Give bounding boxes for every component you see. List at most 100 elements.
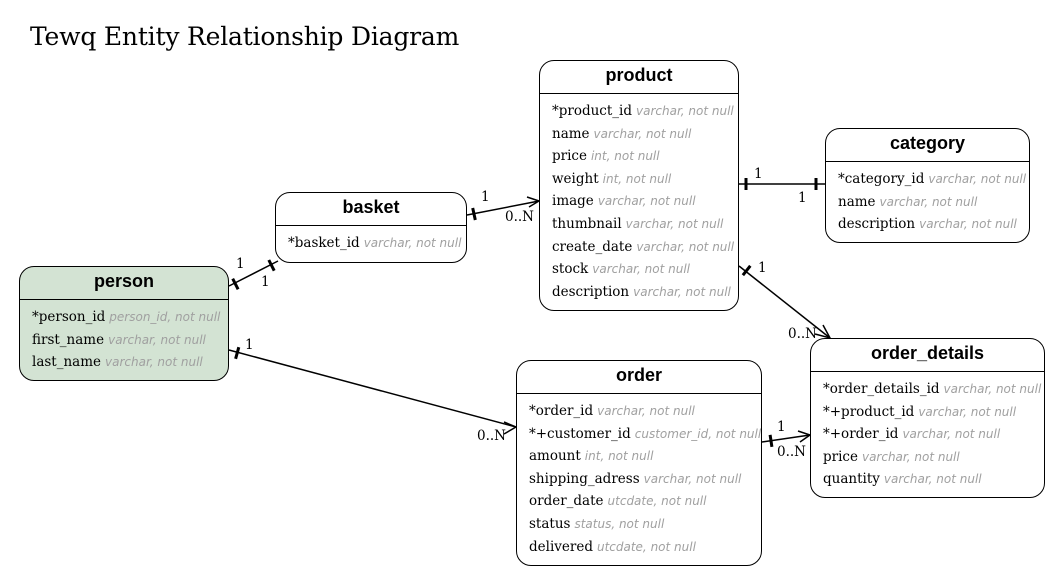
attribute-name: status (529, 515, 571, 532)
attribute-type: varchar, not null (108, 332, 206, 347)
attribute-name: quantity (823, 471, 880, 488)
attribute-name: *+order_id (823, 426, 899, 443)
attribute-type: varchar, not null (643, 471, 742, 486)
attribute-type: customer_id, not null (634, 426, 762, 441)
attribute-name: *category_id (838, 171, 925, 187)
attribute-name: *+product_id (823, 403, 915, 420)
rel-line-person-order (228, 349, 517, 428)
bar-person-basket-end (267, 259, 276, 272)
attribute-type: varchar, not null (593, 126, 692, 141)
attribute-type: varchar, not null (636, 104, 734, 118)
attribute-type: varchar, not null (883, 472, 982, 487)
attribute-name: name (552, 125, 590, 142)
attribute-type: int, not null (602, 171, 672, 186)
entity-title: category (826, 129, 1029, 162)
attribute-name: *order_details_id (823, 381, 940, 397)
attribute-name: image (552, 193, 594, 210)
attribute-type: int, not null (584, 449, 654, 464)
attribute-name: thumbnail (552, 215, 622, 232)
card-product-order-details-from: 1 (758, 260, 767, 276)
attribute-name: shipping_adress (529, 470, 640, 487)
card-product-category-to: 1 (798, 190, 807, 206)
entity-title: person (20, 267, 228, 300)
attribute-type: varchar, not null (363, 236, 462, 250)
attribute-name: stock (552, 261, 589, 278)
attribute-name: delivered (529, 538, 593, 555)
card-product-order-details-to: 0..N (788, 326, 817, 342)
card-person-basket-from: 1 (236, 256, 245, 272)
attribute-type: varchar, not null (633, 284, 731, 299)
attribute-name: *order_id (529, 403, 594, 419)
attribute-type: varchar, not null (597, 404, 695, 418)
attribute-type: varchar, not null (597, 194, 696, 209)
attribute-type: varchar, not null (861, 449, 960, 464)
attribute-type: varchar, not null (919, 217, 1017, 232)
attribute-name: price (552, 148, 587, 165)
bar-basket-product (471, 207, 477, 221)
card-order-order-details-to: 0..N (777, 444, 806, 460)
attribute-name: *basket_id (288, 235, 360, 251)
bar-person-basket-start (231, 278, 240, 290)
card-basket-product-from: 1 (481, 189, 490, 205)
card-product-category-from: 1 (754, 166, 763, 182)
attribute-type: status, not null (574, 516, 665, 531)
card-basket-product-to: 0..N (505, 209, 534, 225)
attribute-type: varchar, not null (943, 382, 1042, 396)
attribute-type: utcdate, not null (607, 494, 707, 509)
attribute-type: varchar, not null (105, 355, 203, 370)
attribute-name: amount (529, 448, 581, 465)
attribute-type: varchar, not null (918, 404, 1017, 419)
card-person-order-from: 1 (245, 337, 254, 353)
attribute-type: varchar, not null (625, 216, 724, 231)
attribute-type: utcdate, not null (596, 539, 696, 554)
attribute-name: *product_id (552, 103, 633, 119)
rel-line-basket-product (466, 200, 540, 216)
attribute-type: varchar, not null (592, 262, 690, 277)
attribute-name: description (552, 283, 630, 300)
bar-product-order-details (741, 264, 752, 277)
attribute-name: order_date (529, 493, 604, 510)
attribute-name: weight (552, 170, 599, 187)
diagram-title: Tewq Entity Relationship Diagram (30, 22, 460, 51)
attribute-type: varchar, not null (636, 239, 735, 254)
card-person-basket-to: 1 (261, 274, 270, 290)
attribute-type: varchar, not null (879, 194, 978, 209)
attribute-name: description (838, 216, 916, 233)
attribute-name: name (838, 193, 876, 210)
rel-line-product-order-details (738, 265, 831, 339)
entity-category[interactable]: category *category_id varchar, not null n… (825, 128, 1030, 243)
entity-title: basket (276, 193, 466, 226)
bar-order-order-details (768, 434, 774, 448)
attribute-name: *person_id (32, 309, 106, 325)
card-order-order-details-from: 1 (777, 419, 786, 435)
attribute-type: person_id, not null (109, 310, 221, 324)
entity-title: order (517, 361, 761, 394)
